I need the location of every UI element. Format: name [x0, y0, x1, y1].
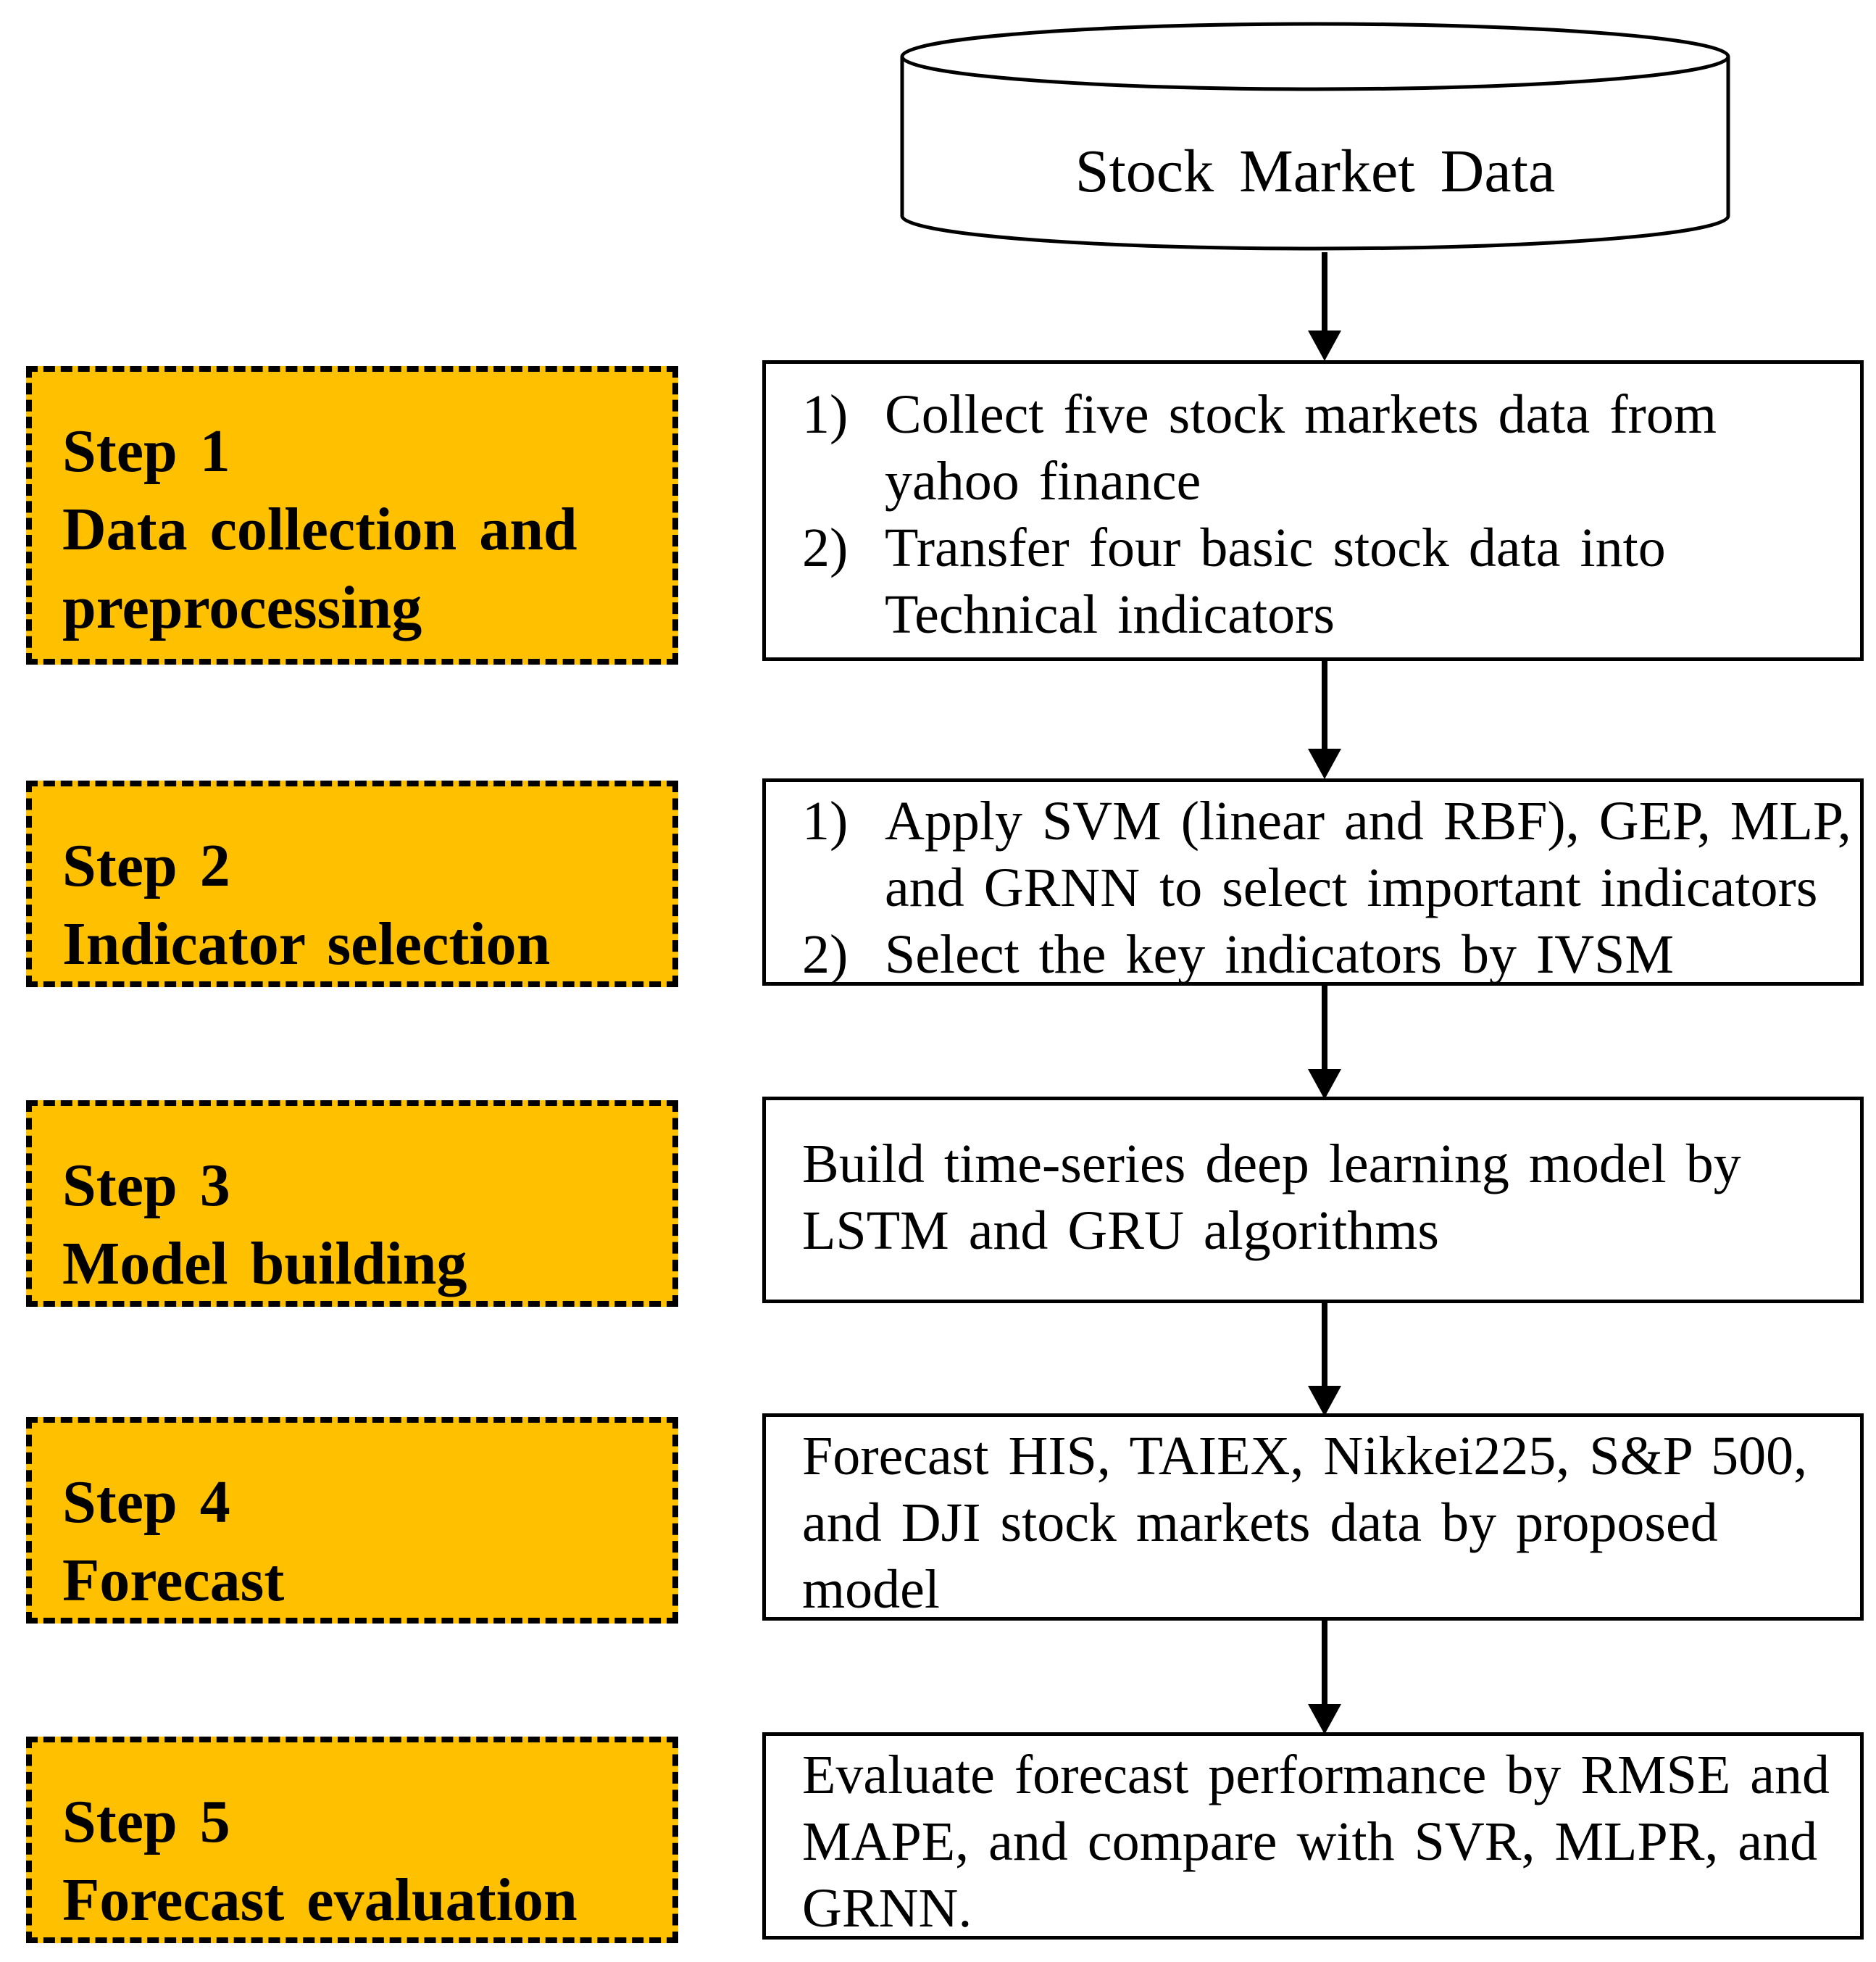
arrow-step1-to-step2 [1308, 660, 1341, 779]
list-item-number: 2) [802, 517, 849, 578]
detail-line: GRNN. [802, 1878, 972, 1939]
list-item-line: yahoo finance [885, 451, 1201, 512]
database-label: Stock Market Data [1075, 138, 1556, 205]
list-item-number: 2) [802, 924, 849, 985]
list-item: 1) Collect five stock markets data from … [766, 381, 1860, 515]
cylinder-shape [900, 22, 1730, 251]
database-cylinder: Stock Market Data [899, 20, 1732, 252]
detail-line: and DJI stock markets data by proposed [802, 1492, 1718, 1553]
step-4-detail-box: Forecast HIS, TAIEX, Nikkei225, S&P 500,… [762, 1413, 1864, 1621]
step-5-detail-box: Evaluate forecast performance by RMSE an… [762, 1732, 1864, 1940]
detail-line: model [802, 1559, 940, 1620]
step-4-subtitle-line-1: Forecast [62, 1547, 285, 1614]
list-item-line: Collect five stock markets data from [885, 384, 1717, 445]
list-item-number: 1) [802, 384, 849, 445]
step-1-detail-box: 1) Collect five stock markets data from … [762, 360, 1864, 661]
step-3-title: Step 3 [62, 1152, 230, 1219]
step-2-detail-list: 1) Apply SVM (linear and RBF), GEP, MLP,… [766, 788, 1860, 988]
detail-line: LSTM and GRU algorithms [802, 1200, 1439, 1261]
arrow-db-to-step1 [1308, 252, 1341, 361]
list-item-line: Technical indicators [885, 584, 1335, 645]
step-1-subtitle-line-1: Data collection and [62, 496, 578, 563]
step-5-title: Step 5 [62, 1788, 230, 1855]
step-1-title: Step 1 [62, 417, 230, 485]
list-item-line: Apply SVM (linear and RBF), GEP, MLP, [885, 791, 1851, 852]
step-3-detail-box: Build time-series deep learning model by… [762, 1097, 1864, 1303]
list-item-line: Select the key indicators by IVSM [885, 924, 1675, 985]
list-item: 2) Transfer four basic stock data into T… [766, 515, 1860, 648]
step-2-box: Step 2 Indicator selection [26, 781, 678, 987]
step-1-subtitle-line-2: preprocessing [62, 574, 422, 641]
list-item-number: 1) [802, 791, 849, 852]
detail-line: MAPE, and compare with SVR, MLPR, and [802, 1811, 1818, 1872]
list-item-line: Transfer four basic stock data into [885, 517, 1666, 578]
step-2-title: Step 2 [62, 832, 230, 899]
arrow-step3-to-step4 [1308, 1302, 1341, 1416]
list-item: 1) Apply SVM (linear and RBF), GEP, MLP,… [766, 788, 1860, 921]
step-3-subtitle-line-1: Model building [62, 1230, 467, 1297]
detail-line: Forecast HIS, TAIEX, Nikkei225, S&P 500, [802, 1426, 1808, 1487]
detail-line: Build time-series deep learning model by [802, 1134, 1741, 1194]
step-5-box: Step 5 Forecast evaluation [26, 1737, 678, 1943]
list-item: 2) Select the key indicators by IVSM [766, 921, 1860, 988]
list-item-line: and GRNN to select important indicators [885, 857, 1818, 918]
arrow-step2-to-step3 [1308, 982, 1341, 1100]
step-4-box: Step 4 Forecast [26, 1417, 678, 1624]
arrow-step4-to-step5 [1308, 1618, 1341, 1734]
step-2-detail-box: 1) Apply SVM (linear and RBF), GEP, MLP,… [762, 778, 1864, 986]
step-5-subtitle-line-1: Forecast evaluation [62, 1866, 578, 1934]
detail-line: Evaluate forecast performance by RMSE an… [802, 1745, 1830, 1805]
step-4-title: Step 4 [62, 1468, 230, 1536]
step-1-box: Step 1 Data collection and preprocessing [26, 366, 678, 665]
step-1-detail-list: 1) Collect five stock markets data from … [766, 381, 1860, 648]
step-2-subtitle-line-1: Indicator selection [62, 910, 551, 978]
step-3-box: Step 3 Model building [26, 1100, 678, 1307]
